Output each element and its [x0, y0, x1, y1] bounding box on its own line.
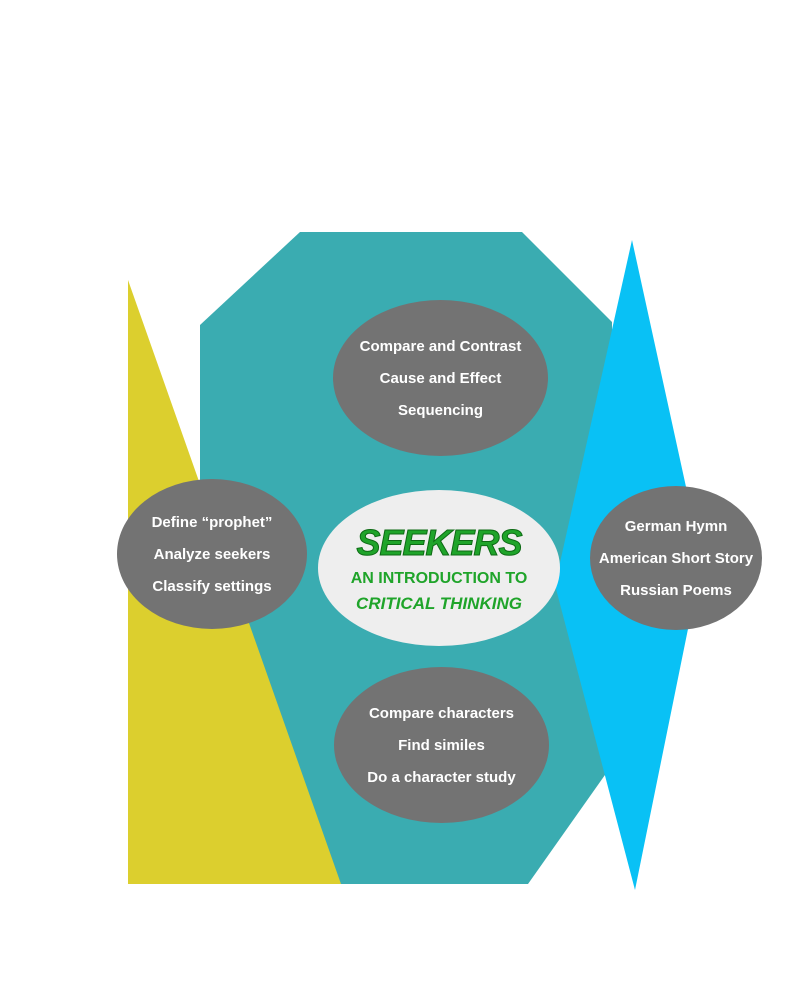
- subtitle-line-2: CRITICAL THINKING: [356, 593, 522, 613]
- subtitle-line-1: AN INTRODUCTION TO: [350, 569, 528, 587]
- bubble-item: Analyze seekers: [153, 545, 271, 563]
- bottom-bubble: Compare characters Find similes Do a cha…: [334, 667, 549, 823]
- bubble-item: Compare and Contrast: [359, 337, 522, 355]
- bubble-item: Classify settings: [152, 577, 272, 595]
- bubble-item: Find similes: [398, 736, 485, 754]
- book-title: SEEKERS: [356, 521, 523, 563]
- top-bubble: Compare and Contrast Cause and Effect Se…: [333, 300, 548, 456]
- left-bubble: Define “prophet” Analyze seekers Classif…: [117, 479, 307, 629]
- right-bubble: German Hymn American Short Story Russian…: [590, 486, 762, 630]
- bubble-item: German Hymn: [624, 517, 728, 535]
- bubble-item: American Short Story: [598, 549, 754, 567]
- bubble-item: Russian Poems: [620, 581, 732, 599]
- bubble-item: Compare characters: [368, 704, 515, 722]
- bubble-item: Define “prophet”: [151, 513, 273, 531]
- bubble-item: Sequencing: [397, 401, 483, 419]
- center-title-ellipse: SEEKERS AN INTRODUCTION TO CRITICAL THIN…: [318, 490, 560, 646]
- bubble-item: Cause and Effect: [379, 369, 502, 387]
- bubble-item: Do a character study: [367, 768, 516, 786]
